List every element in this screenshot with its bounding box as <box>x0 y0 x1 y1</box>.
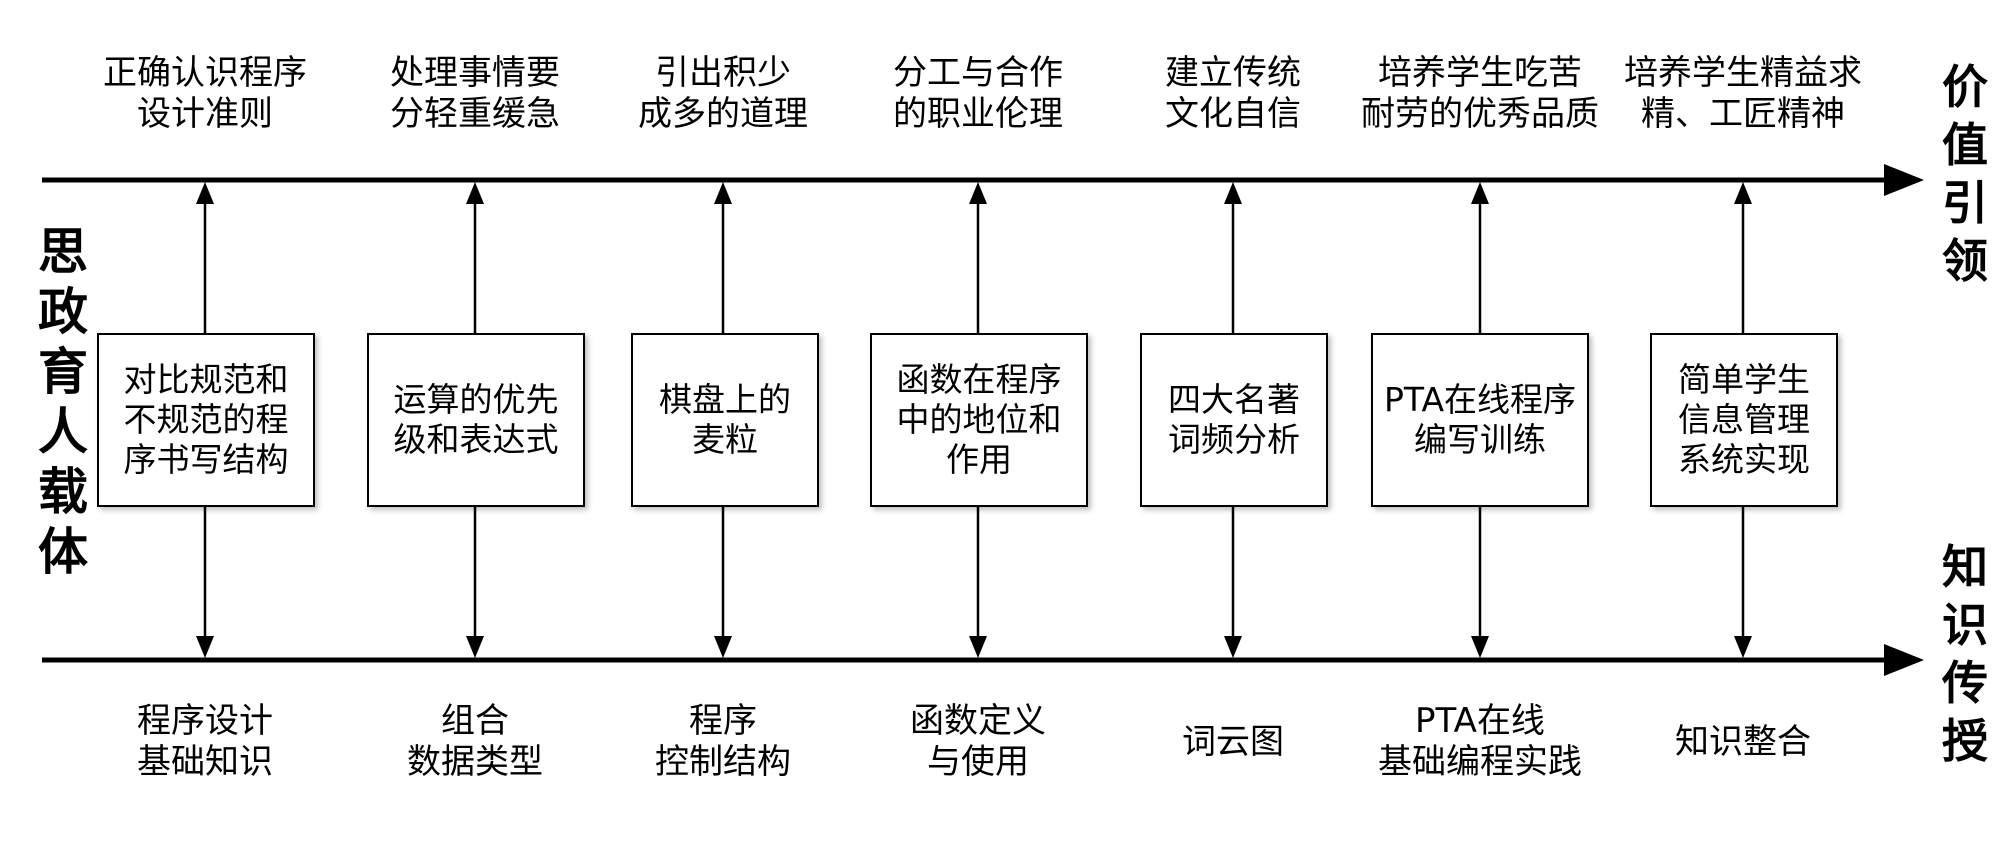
arrowhead-up-1 <box>196 182 214 204</box>
knowledge-label-1: 程序设计 基础知识 <box>137 701 273 782</box>
arrowhead-down-2 <box>466 636 484 658</box>
value-guidance-label: 价 值 引 领 <box>1942 60 1988 288</box>
value-label-7: 培养学生精益求 精、工匠精神 <box>1624 53 1862 134</box>
carrier-box-1: 对比规范和 不规范的程 序书写结构 <box>97 333 315 507</box>
carrier-box-2-text: 运算的优先 级和表达式 <box>393 380 559 459</box>
knowledge-label-4: 函数定义 与使用 <box>910 701 1046 782</box>
value-label-3: 引出积少 成多的道理 <box>638 53 808 134</box>
arrowhead-up-2 <box>466 182 484 204</box>
knowledge-label-5: 词云图 <box>1182 721 1284 762</box>
carrier-box-5: 四大名著 词频分析 <box>1140 333 1328 507</box>
value-label-2: 处理事情要 分轻重缓急 <box>390 53 560 134</box>
carrier-box-2: 运算的优先 级和表达式 <box>367 333 585 507</box>
value-guidance-axis-arrowhead <box>1884 164 1924 196</box>
value-label-4: 分工与合作 的职业伦理 <box>893 53 1063 134</box>
arrowhead-down-4 <box>969 636 987 658</box>
arrowhead-up-5 <box>1224 182 1242 204</box>
arrowhead-up-3 <box>714 182 732 204</box>
arrowhead-down-3 <box>714 636 732 658</box>
value-label-5: 建立传统 文化自信 <box>1165 53 1301 134</box>
carrier-box-1-text: 对比规范和 不规范的程 序书写结构 <box>123 360 289 479</box>
arrowhead-down-5 <box>1224 636 1242 658</box>
knowledge-transfer-label: 知 识 传 授 <box>1942 540 1988 768</box>
carrier-box-6-text: PTA在线程序 编写训练 <box>1383 380 1577 459</box>
value-label-1: 正确认识程序 设计准则 <box>103 53 307 134</box>
carrier-box-4: 函数在程序 中的地位和 作用 <box>870 333 1088 507</box>
carrier-box-3: 棋盘上的 麦粒 <box>631 333 819 507</box>
carrier-box-7-text: 简单学生 信息管理 系统实现 <box>1678 360 1810 479</box>
arrowhead-down-7 <box>1734 636 1752 658</box>
knowledge-transfer-axis-arrowhead <box>1884 644 1924 676</box>
carrier-box-3-text: 棋盘上的 麦粒 <box>659 380 791 459</box>
carrier-box-7: 简单学生 信息管理 系统实现 <box>1650 333 1838 507</box>
knowledge-label-6: PTA在线 基础编程实践 <box>1378 701 1582 782</box>
arrowhead-down-6 <box>1471 636 1489 658</box>
ideological-carrier-label: 思 政 育 人 载 体 <box>38 223 88 581</box>
arrowhead-up-4 <box>969 182 987 204</box>
knowledge-label-2: 组合 数据类型 <box>407 701 543 782</box>
carrier-box-5-text: 四大名著 词频分析 <box>1168 380 1300 459</box>
arrowhead-up-6 <box>1471 182 1489 204</box>
value-label-6: 培养学生吃苦 耐劳的优秀品质 <box>1361 53 1599 134</box>
connectors <box>196 182 1752 658</box>
arrowhead-down-1 <box>196 636 214 658</box>
arrowhead-up-7 <box>1734 182 1752 204</box>
carrier-box-6: PTA在线程序 编写训练 <box>1371 333 1589 507</box>
knowledge-label-7: 知识整合 <box>1675 721 1811 762</box>
carrier-box-4-text: 函数在程序 中的地位和 作用 <box>896 360 1062 479</box>
knowledge-label-3: 程序 控制结构 <box>655 701 791 782</box>
